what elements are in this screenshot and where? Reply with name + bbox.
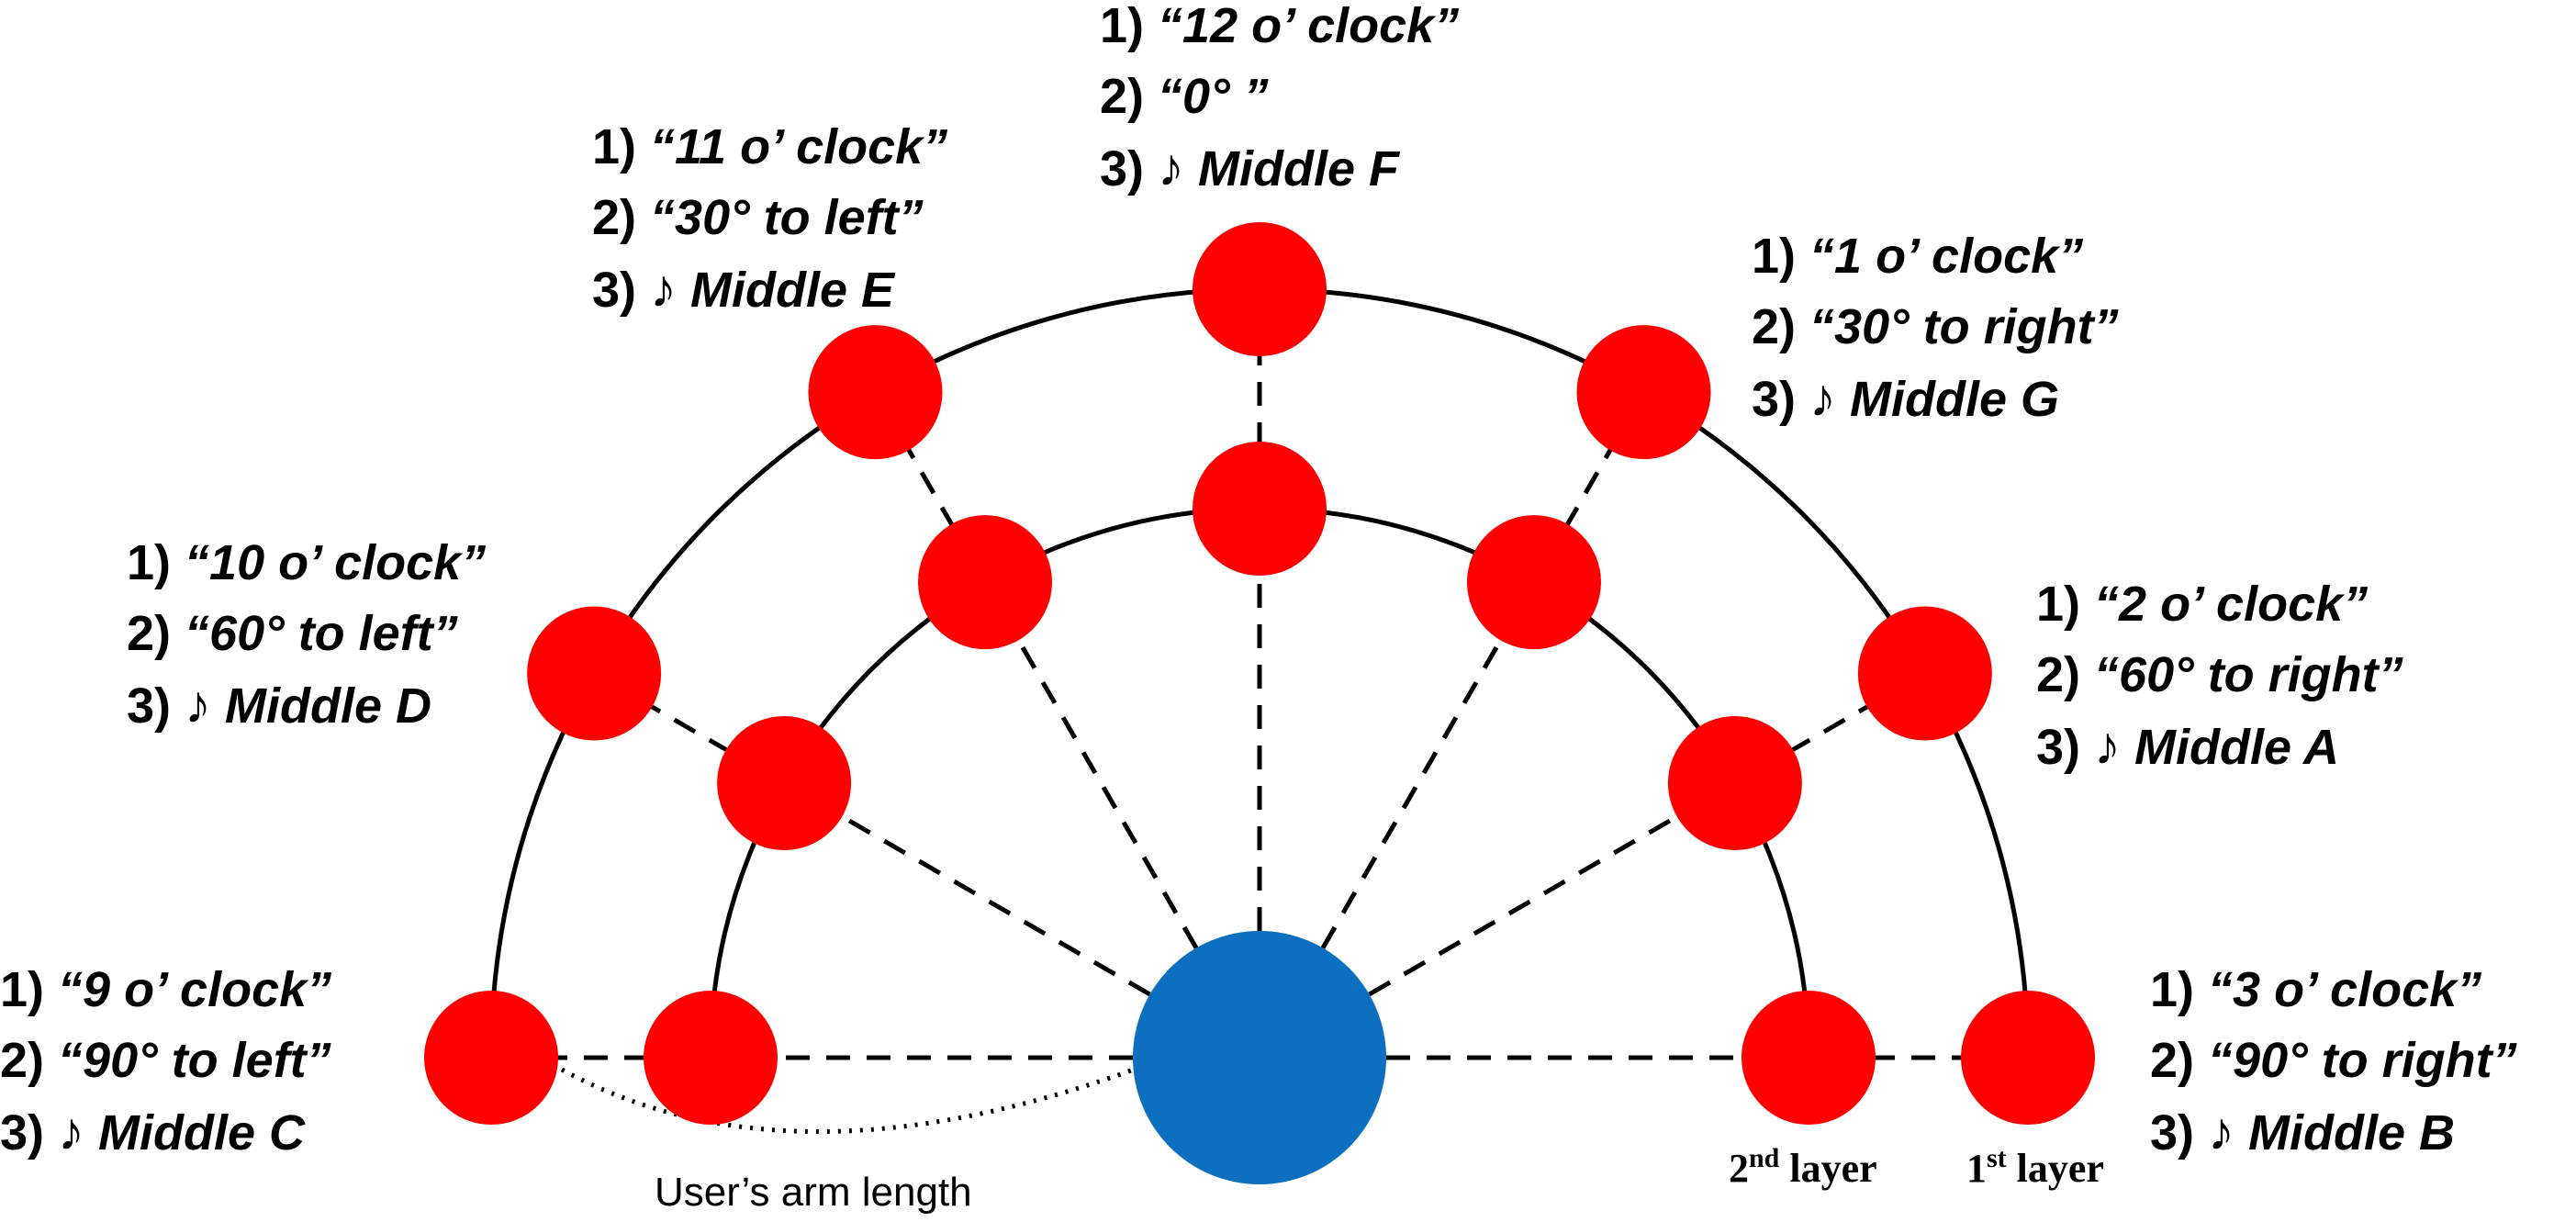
inner-target-3-oclock (1742, 991, 1876, 1125)
outer-target-2-oclock (1857, 606, 1992, 741)
outer-target-11-oclock (808, 325, 943, 460)
label-11-oclock: 1) “11 o’ clock” 2) “30° to left” 3) ♪ M… (592, 119, 948, 319)
target-markers (424, 222, 2095, 1125)
inner-target-1-oclock (1467, 515, 1601, 650)
outer-target-12-oclock (1193, 222, 1327, 356)
music-note-icon: ♪ (1809, 368, 1837, 428)
music-note-icon: ♪ (2094, 716, 2122, 776)
inner-target-12-oclock (1193, 442, 1327, 576)
label-3-oclock: 1) “3 o’ clock” 2) “90° to right” 3) ♪ M… (2150, 962, 2517, 1161)
outer-target-9-oclock (424, 991, 558, 1125)
label-10-oclock: 1) “10 o’ clock” 2) “60° to left” 3) ♪ M… (127, 535, 487, 734)
label-9-oclock: 1) “9 o’ clock” 2) “90° to left” 3) ♪ Mi… (0, 962, 332, 1161)
inner-target-10-oclock (717, 716, 852, 850)
arm-length-dotted-arc (560, 1067, 1135, 1134)
spoke-2-oclock (1368, 671, 1927, 997)
music-note-icon: ♪ (185, 675, 212, 734)
spoke-1-oclock (1320, 390, 1646, 949)
inner-target-2-oclock (1667, 716, 1802, 850)
music-note-icon: ♪ (1158, 138, 1185, 197)
user-position-marker (1133, 931, 1386, 1184)
label-12-oclock: 1) “12 o’ clock” 2) “0° ” 3) ♪ Middle F (1100, 0, 1460, 197)
label-2-oclock: 1) “2 o’ clock” 2) “60° to right” 3) ♪ M… (2036, 577, 2403, 776)
music-note-icon: ♪ (58, 1102, 85, 1161)
user-arm-length-caption: User’s arm length (655, 1170, 972, 1215)
dashed-spokes (491, 289, 2028, 1060)
spoke-11-oclock (873, 390, 1199, 949)
outer-target-10-oclock (527, 606, 662, 741)
spoke-10-oclock (592, 671, 1151, 997)
label-1-oclock: 1) “1 o’ clock” 2) “30° to right” 3) ♪ M… (1752, 229, 2119, 428)
music-note-icon: ♪ (650, 259, 678, 319)
first-layer-label: 1st layer (1966, 1143, 2104, 1191)
inner-target-9-oclock (644, 991, 778, 1125)
outer-target-1-oclock (1576, 325, 1711, 460)
outer-target-3-oclock (1961, 991, 2095, 1125)
inner-target-11-oclock (918, 515, 1052, 650)
second-layer-label: 2nd layer (1729, 1143, 1877, 1191)
music-note-icon: ♪ (2208, 1102, 2235, 1161)
